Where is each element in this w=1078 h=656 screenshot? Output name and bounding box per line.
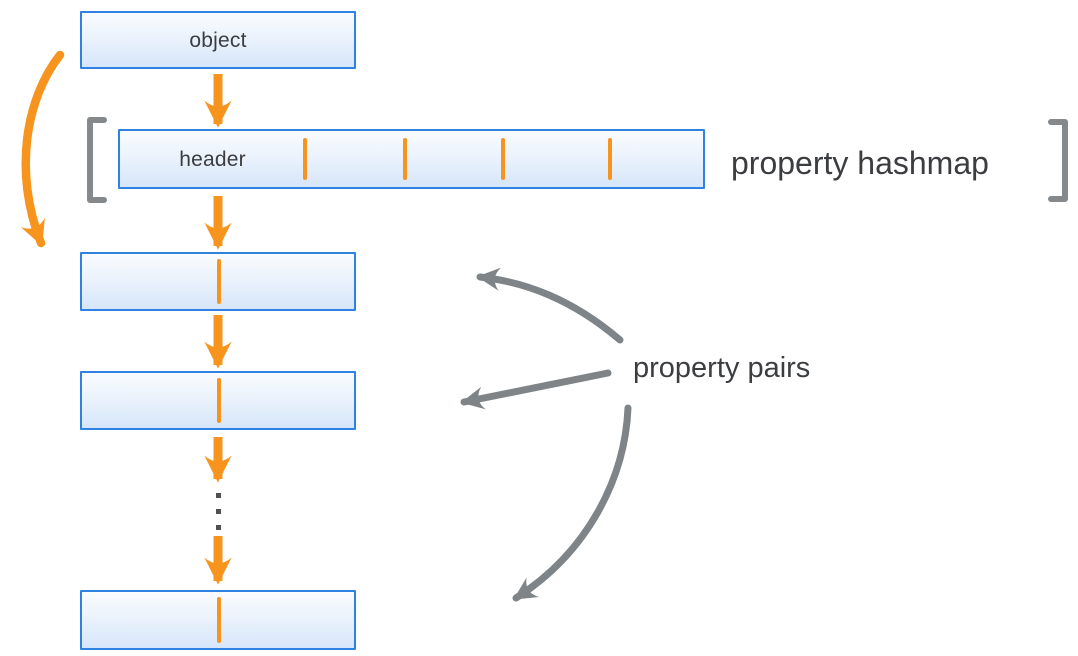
ellipsis-dot — [216, 509, 221, 514]
property-hashmap-label: property hashmap — [731, 145, 989, 181]
object-node-label: object — [189, 28, 247, 52]
hashmap-header-label: header — [179, 147, 246, 171]
object-node: object — [80, 11, 356, 69]
property-pair-node-last — [80, 590, 356, 650]
pair-cell-divider — [217, 259, 221, 304]
arrow-annotation-to-pair2 — [460, 369, 612, 410]
property-pair-node-2 — [80, 371, 356, 430]
hashmap-header-cell: header — [120, 131, 305, 187]
property-hashmap-node: header — [118, 129, 705, 189]
property-pairs-label: property pairs — [633, 352, 811, 384]
property-pair-node-1 — [80, 252, 356, 311]
pair-cell-divider — [217, 597, 221, 643]
right-bracket — [1048, 119, 1068, 202]
hashmap-cell-divider — [608, 138, 612, 180]
arrow-annotation-to-lastpair — [512, 404, 632, 602]
hashmap-cell-divider — [403, 138, 407, 180]
hashmap-cell-divider — [501, 138, 505, 180]
pair-cell-divider — [217, 378, 221, 423]
arrow-object-to-first-pair — [20, 50, 65, 248]
ellipsis-dot — [216, 525, 221, 530]
ellipsis-dot — [216, 493, 221, 498]
arrow-annotation-to-pair1 — [476, 267, 624, 344]
hashmap-cell-divider — [303, 138, 307, 180]
left-bracket — [87, 117, 107, 203]
